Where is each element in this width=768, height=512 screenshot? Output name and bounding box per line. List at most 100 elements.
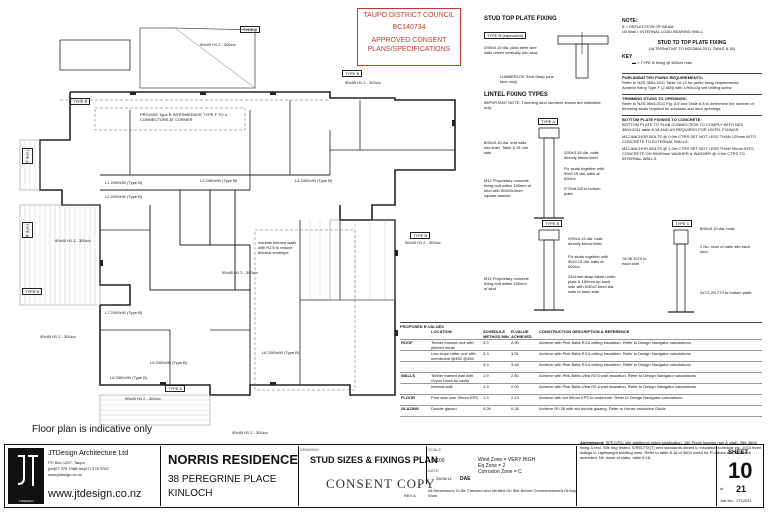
divider xyxy=(576,446,577,506)
lintel-label: L8 2000x90 (Type B) xyxy=(110,375,148,380)
company-web-link[interactable]: www.jtdesign.co.nz xyxy=(48,488,142,500)
lintel-details-a-b xyxy=(534,127,564,311)
r-values-cell: Timber framed wall with Gryon Lines as c… xyxy=(431,373,474,383)
logo-caption: JTDESIGN ARCHITECTURE xyxy=(14,499,38,507)
date-label: DATE xyxy=(428,468,439,473)
r-values-cell: 3.48 xyxy=(511,362,519,367)
r-values-header-cell: LOCATION xyxy=(431,329,452,334)
plan-note: Floor plan is indicative only xyxy=(32,424,153,435)
lintel-note: Fix studs together with 90x3.15 dia. nai… xyxy=(568,254,609,269)
r-values-cell: 0.26 xyxy=(511,406,519,411)
r-values-cell: 3.3 xyxy=(483,362,489,367)
eq-zone: Eq Zone = 2 xyxy=(478,463,506,469)
note-line: LB Wall = INTERNAL LOAD BEARING WALL xyxy=(622,29,703,34)
drawn-by: DAE xyxy=(460,476,471,482)
council-stamp: TAUPO DISTRICT COUNCIL BC140734 APPROVED… xyxy=(357,8,461,66)
lintel-important: IMPORTANT NOTE: Trimming stud numbers sh… xyxy=(484,100,601,110)
note-title: NOTE: xyxy=(622,18,638,24)
lintel-detail-c xyxy=(668,229,694,313)
r-values-cell: Timber trussed roof with pitched metal xyxy=(431,340,474,350)
type-tag: TYPE A xyxy=(22,148,33,165)
stud-top-title: STUD TOP PLATE FIXING xyxy=(484,16,557,22)
date-value: 26/08/14 xyxy=(436,476,452,481)
type-tag: TYPE B xyxy=(240,26,261,33)
r-values-header-cell: R-VALUE ACHIEVED xyxy=(511,329,532,339)
lintel-type-c: TYPE C xyxy=(672,220,693,227)
company-phone: (ph)07 378 1988 fax(07) 378 3782 xyxy=(48,466,109,471)
r-values-cell: 3.51 xyxy=(511,351,519,356)
lintel-note: Fix studs together with 90x3.15 dia. nai… xyxy=(564,166,605,181)
r-values-cell: GLAZING xyxy=(401,406,419,411)
lintel-note: M12 Proprietary concrete fixing bolt wit… xyxy=(484,178,532,198)
divider xyxy=(426,446,427,484)
note-line: ß = DEFLECTION OF BEAM xyxy=(622,24,674,29)
plan-label: 90x45 H1.2 - 300c/c xyxy=(405,240,441,245)
disclaimer: All Dimensions To Be Checked And Verifie… xyxy=(428,488,576,498)
plan-label: 90x45 H1.2 - 300c/c xyxy=(40,334,76,339)
r-values-cell: ROOF xyxy=(401,340,413,345)
lintel-label: L4 2400x90 (Type B) xyxy=(295,178,333,183)
revisions: Amendment: SPECIFIC site additional note… xyxy=(580,440,762,460)
plan-label: 90x45 H1.2 - 300c/c xyxy=(200,42,236,47)
type-tag: TYPE A xyxy=(165,385,186,392)
r-values-cell: Achieve with full 50mm EPS to underside.… xyxy=(539,395,683,400)
of-label: of xyxy=(720,486,724,491)
revision-label: REV A xyxy=(404,493,416,498)
r-values-cell xyxy=(400,351,430,361)
r-values-row: WALLS Timber framed wall with Gryon Lines… xyxy=(400,373,762,384)
revisions-title: Amendment: xyxy=(580,440,605,445)
bottom-plate-line: BOTTOM PLATE TO SLAB CONNECTION TO COMPL… xyxy=(622,122,743,132)
sheet-total: 21 xyxy=(736,484,747,494)
key-item: ▬ = TYPE B fixing @ 600c/s max xyxy=(622,60,762,65)
lintel-note: 2 No. rows of nails into each stud xyxy=(700,244,751,254)
r-values-header-cell: CONSTRUCTION DESCRIPTION & REFERENCE xyxy=(539,329,630,334)
r-values-cell xyxy=(400,384,430,394)
notes-panel: NOTE: ß = DEFLECTION OF BEAM LB Wall = I… xyxy=(622,18,762,161)
purlin-title: PURLIN/BATTEN FIXING REQUIREMENTS: xyxy=(622,73,762,80)
purlin-line: Achieve fixing Type F (2.4kN) with 1/90x… xyxy=(622,85,733,90)
drawing-label: DRAWING xyxy=(300,447,320,452)
r-values-cell: 1.3 xyxy=(483,395,489,400)
r-values-cell: WALLS xyxy=(401,373,415,378)
type-tag: TYPE B xyxy=(410,232,431,239)
r-values-cell: 1.9 xyxy=(483,373,489,378)
r-values-cell: Internal wall xyxy=(431,384,453,389)
consent-copy: CONSENT COPY xyxy=(326,476,436,491)
r-values-cell: Free slab over 50mm EPS xyxy=(431,395,478,400)
r-values-row: Low slope rafter roof with membrane @450… xyxy=(400,351,762,362)
scale-value: 1:100 xyxy=(432,458,445,464)
stud-top-strap: LUMBERLOK Stud Strap (one face only) xyxy=(500,74,554,84)
lintel-label: L7 2000x90 (Type B) xyxy=(105,310,143,315)
plan-label: 90x45 H1.2 - 300c/c xyxy=(125,396,161,401)
r-values-cell: 2.60 xyxy=(511,373,519,378)
project-title: NORRIS RESIDENCE xyxy=(168,452,299,467)
divider xyxy=(716,446,717,506)
company-logo: JTDESIGN ARCHITECTURE xyxy=(8,448,44,507)
drawing-title: STUD SIZES & FIXINGS PLAN xyxy=(310,455,438,465)
stud-top-note: 2/90x3.15 dia. plain steel wire nails dr… xyxy=(484,45,539,55)
r-values-cell: 2.90 xyxy=(511,340,519,345)
title-block xyxy=(4,444,764,508)
lintel-fixing-title: LINTEL FIXING TYPES xyxy=(484,92,548,98)
stamp-line: PLANS/SPECIFICATIONS xyxy=(367,46,451,53)
type-tag: TYPE B xyxy=(22,288,43,295)
job-number: JT12031 xyxy=(736,498,752,503)
stud-top-detail xyxy=(557,32,609,79)
r-values-cell: Achieve with Pink Batts Ultra R2.6 wall … xyxy=(539,373,696,378)
wind-zone: Wind Zone = VERY HIGH xyxy=(478,457,536,463)
r-values-cell xyxy=(400,362,430,372)
lintel-note: 25x1mm strap taken under plate & 150mm u… xyxy=(568,274,616,294)
trimming-line: Refer to NZS 3604:2011 Fig. 8.5 and Tabl… xyxy=(622,101,754,111)
plan-label: 90x45 H1.2 - 300c/c xyxy=(232,430,268,435)
plan-label: 90x45 H1.2 - 300c/c xyxy=(345,80,381,85)
r-values-cell: 0.26 xyxy=(483,406,491,411)
lintel-label: L3 2400x90 (Type B) xyxy=(200,178,238,183)
r-values-cell: Double glazed xyxy=(431,406,457,411)
roof-note: PROVIDE Type B INTERMEDIATE TYPE F TO 4 … xyxy=(140,112,227,122)
project-address-1: 38 PEREGRINE PLACE xyxy=(168,474,277,485)
